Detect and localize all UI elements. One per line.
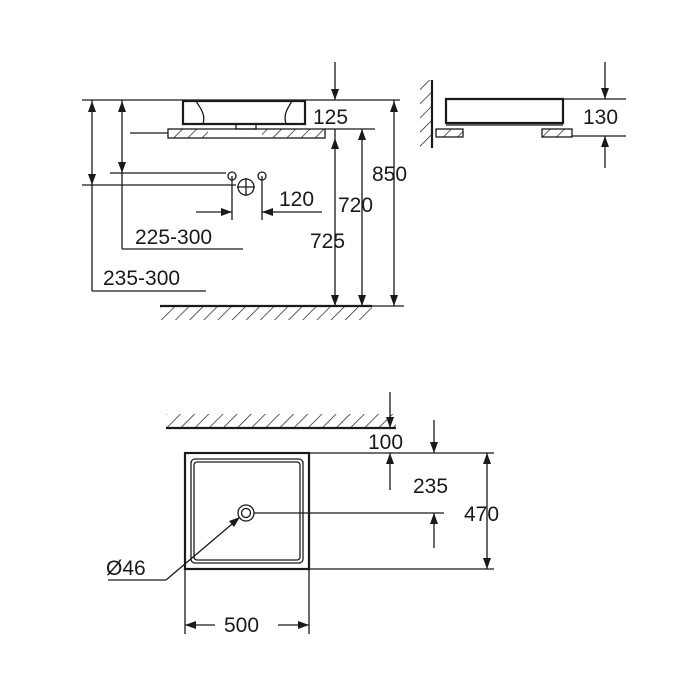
dim-225-300: 225-300 — [118, 100, 243, 250]
dim-850: 850 — [372, 100, 407, 307]
dim-500: 500 — [184, 569, 310, 637]
basin-plan-outline — [183, 451, 311, 571]
dim-470: 470 — [309, 453, 499, 570]
dim-235-300: 235-300 — [88, 100, 206, 292]
basin-side-profile — [181, 99, 307, 130]
dim-225-300-label: 225-300 — [135, 226, 212, 249]
dim-470-label: 470 — [464, 503, 499, 526]
drain-icon — [237, 504, 255, 522]
dim-235-300-label: 235-300 — [103, 267, 180, 290]
countertop — [130, 128, 326, 139]
floor-hatch — [160, 304, 372, 320]
side-elevation-view: 120 225-300 235-300 125 — [82, 62, 407, 320]
dim-850-label: 850 — [372, 163, 407, 186]
dim-100: 100 — [309, 392, 494, 490]
dim-120: 120 — [196, 188, 322, 216]
dim-235: 235 — [254, 420, 448, 548]
dim-diameter-46-label: Ø46 — [106, 557, 146, 580]
dim-125: 125 — [313, 62, 375, 306]
dim-725: 725 — [310, 230, 345, 253]
dim-130-label: 130 — [583, 106, 618, 129]
wall-side-view: 130 — [420, 62, 626, 168]
dim-725-label: 725 — [310, 230, 345, 253]
dim-500-label: 500 — [224, 614, 259, 637]
dim-720-label: 720 — [338, 194, 373, 217]
dim-120-label: 120 — [279, 188, 314, 211]
wall-hatch — [420, 80, 434, 148]
water-connections — [82, 171, 267, 220]
dim-235-label: 235 — [413, 475, 448, 498]
dim-diameter-46: Ø46 — [106, 517, 240, 581]
dim-100-label: 100 — [368, 431, 403, 454]
plan-view: 100 235 470 Ø46 — [106, 392, 499, 637]
dim-130: 130 — [583, 62, 618, 168]
dim-720: 720 — [338, 129, 373, 306]
wall-hatch-top — [166, 414, 396, 430]
dim-125-label: 125 — [313, 106, 348, 129]
